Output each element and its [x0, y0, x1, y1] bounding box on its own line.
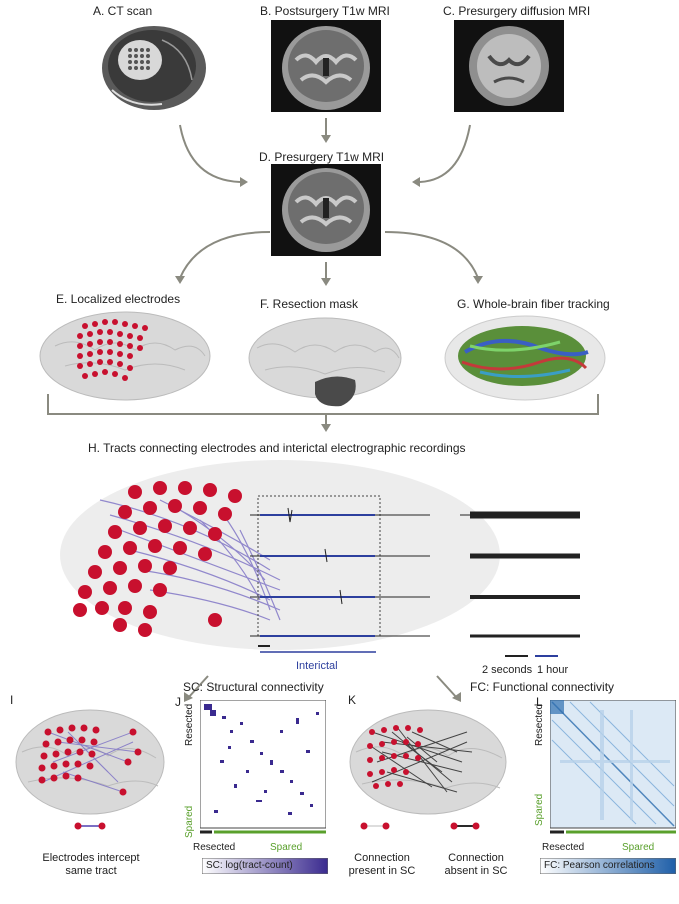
sc-spared-vlabel: Spared	[184, 805, 195, 838]
panel-j-label: J	[175, 695, 181, 709]
sc-matrix	[200, 700, 326, 834]
localized-electrodes-brain	[39, 311, 211, 401]
sc-title: SC: Structural connectivity	[183, 680, 324, 694]
tracts-electrodes-recordings	[60, 460, 580, 657]
bracket-to-h	[47, 394, 599, 432]
panel-i-label: I	[10, 693, 14, 707]
sc-resected-hlabel: Resected	[193, 842, 236, 853]
sc-spared-hlabel: Spared	[270, 842, 303, 853]
fiber-tracking-brain	[444, 315, 606, 401]
sc-resected-vlabel: Resected	[184, 703, 195, 746]
panel-a-title: A. CT scan	[93, 4, 153, 18]
fc-spared-vlabel: Spared	[534, 793, 545, 826]
sc-electrodes-brain	[15, 709, 165, 830]
panel-f-title: F. Resection mask	[260, 297, 359, 311]
arrows-to-sc-fc	[184, 675, 461, 702]
fc-colorbar	[540, 858, 676, 874]
fc-title: FC: Functional connectivity	[470, 680, 615, 694]
postsurgery-mri-image	[271, 20, 381, 112]
sc-legend-label: Electrodes intercept same tract	[42, 852, 140, 877]
panel-b-title: B. Postsurgery T1w MRI	[260, 4, 390, 18]
interictal-label: Interictal	[296, 660, 338, 672]
fc-legend-absent: Connection absent in SC	[444, 852, 508, 877]
fc-spared-hlabel: Spared	[622, 842, 655, 853]
fc-resected-vlabel: Resected	[534, 703, 545, 746]
panel-k-label: K	[348, 693, 357, 707]
panel-l-label: L	[536, 695, 543, 709]
diffusion-mri-image	[454, 20, 564, 112]
panel-c-title: C. Presurgery diffusion MRI	[443, 4, 591, 18]
fc-connections-brain	[349, 709, 507, 830]
arrows-to-d	[175, 118, 483, 286]
fc-legend-present: Connection present in SC	[348, 852, 416, 877]
fc-resected-hlabel: Resected	[542, 842, 585, 853]
resection-mask-brain	[248, 317, 402, 407]
ct-scan-image	[92, 20, 210, 112]
scale-1-hour: 1 hour	[537, 664, 569, 676]
panel-d-title: D. Presurgery T1w MRI	[259, 150, 385, 164]
fc-matrix	[550, 700, 676, 834]
scale-2-seconds: 2 seconds	[482, 664, 533, 676]
panel-e-title: E. Localized electrodes	[56, 292, 181, 306]
sc-colorbar-label: SC: log(tract-count)	[206, 860, 293, 871]
panel-g-title: G. Whole-brain fiber tracking	[457, 297, 610, 311]
sc-colorbar	[202, 858, 328, 874]
fc-colorbar-label: FC: Pearson correlations	[544, 860, 655, 871]
panel-h-title: H. Tracts connecting electrodes and inte…	[88, 441, 466, 455]
presurgery-mri-image	[271, 164, 381, 256]
